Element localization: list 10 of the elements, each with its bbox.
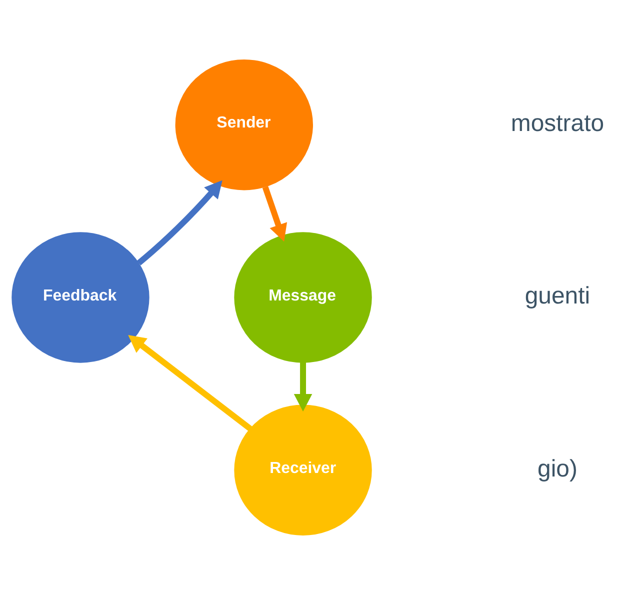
node-circle: Message bbox=[234, 232, 372, 362]
node-circle: Sender bbox=[175, 59, 313, 190]
arrow bbox=[136, 180, 222, 265]
node-circle: Receiver bbox=[234, 404, 372, 535]
label: guenti bbox=[524, 282, 590, 310]
label: gio) bbox=[538, 454, 578, 482]
arrow bbox=[262, 186, 288, 242]
label: mostrato bbox=[510, 110, 604, 137]
arrow bbox=[294, 362, 312, 411]
arrow bbox=[128, 334, 252, 431]
